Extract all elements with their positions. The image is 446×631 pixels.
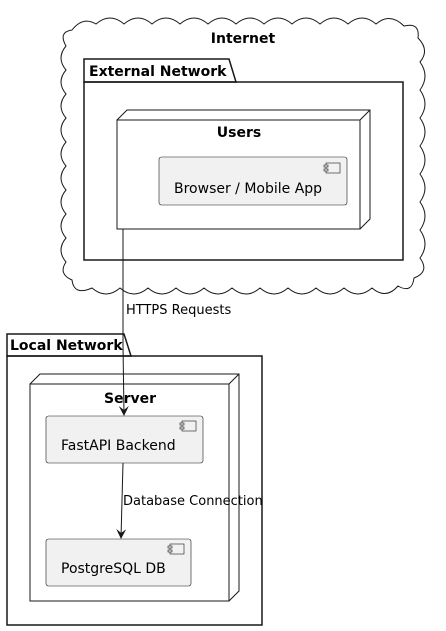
- server-node-depth: [29, 373, 240, 602]
- db-component-label: PostgreSQL DB: [61, 561, 166, 577]
- users-node-depth: [116, 109, 371, 230]
- component-icon: [179, 420, 197, 432]
- external-network-package: External Network: [83, 58, 404, 261]
- db-component[interactable]: PostgreSQL DB: [45, 538, 192, 587]
- browser-component[interactable]: Browser / Mobile App: [158, 156, 348, 206]
- local-network-frame: [6, 355, 263, 626]
- browser-component-box[interactable]: [158, 156, 348, 206]
- cloud-label: Internet: [211, 31, 276, 47]
- db-edge-line: [116, 462, 127, 539]
- backend-component-label: FastAPI Backend: [61, 438, 176, 454]
- db-edge: Database Connection: [116, 462, 263, 539]
- server-node-label: Server: [104, 391, 156, 407]
- https-edge-label: HTTPS Requests: [126, 303, 231, 318]
- backend-component-box[interactable]: [45, 415, 204, 464]
- browser-component-label: Browser / Mobile App: [174, 181, 322, 197]
- component-icon: [167, 543, 185, 555]
- local-network-label: Local Network: [10, 338, 123, 354]
- db-component-box[interactable]: [45, 538, 192, 587]
- external-network-label: External Network: [89, 64, 227, 80]
- users-node-label: Users: [217, 125, 261, 141]
- external-network-frame: [83, 81, 404, 261]
- component-icon: [323, 162, 341, 174]
- https-edge: HTTPS Requests: [118, 229, 231, 416]
- local-network-package: Local Network: [6, 333, 263, 626]
- backend-component[interactable]: FastAPI Backend: [45, 415, 204, 464]
- db-edge-label: Database Connection: [123, 494, 263, 509]
- https-edge-line: [118, 229, 129, 416]
